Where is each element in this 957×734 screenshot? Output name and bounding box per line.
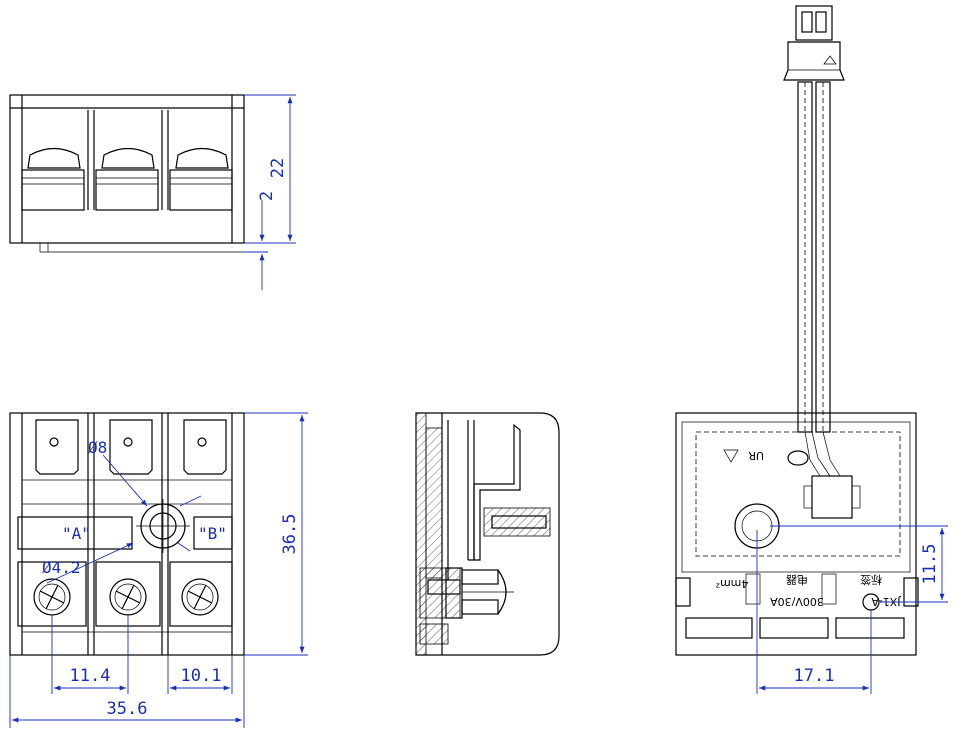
dimension-spacing: 10.1 (167, 655, 233, 694)
dim-width-text: 36.5 (280, 514, 300, 555)
diameter-leaders (46, 454, 202, 584)
dimension-hole-height: 11.5 (770, 525, 948, 603)
dimension-pitch: 11.4 (51, 615, 129, 694)
marking-text-2: 标签 (860, 573, 882, 587)
dimension-width: 36.5 (244, 412, 308, 656)
rear-view: UR (675, 5, 919, 656)
dim-height-text: 22 (268, 158, 288, 178)
dim-screw-dia-text: Ø4.2 (42, 558, 81, 577)
top-view (9, 412, 245, 656)
dim-hole-offset-text: 17.1 (794, 666, 835, 686)
marking-rating: 300V/30A (770, 595, 824, 608)
dim-offset-text: 2 (257, 191, 277, 201)
marking-wire: 4mm² (716, 577, 749, 590)
svg-text:UR: UR (748, 449, 764, 462)
dim-hole-dia-text: Ø8 (88, 438, 107, 457)
dim-length-text: 35.6 (107, 699, 148, 719)
dimension-hole-offset: 17.1 (756, 530, 872, 694)
label-terminal-b: "B" (198, 524, 227, 543)
dim-hole-height-text: 11.5 (920, 544, 940, 585)
section-view (415, 412, 560, 656)
dim-pitch-text: 11.4 (70, 666, 111, 686)
dimension-height: 22 (244, 94, 296, 244)
dimension-offset: 2 (244, 191, 277, 290)
marking-text-1: 电器 (786, 573, 808, 586)
dim-spacing-text: 10.1 (181, 666, 222, 686)
dimension-length: 35.6 (9, 655, 245, 728)
front-view (9, 94, 262, 253)
marking-part-code: JX1-A (871, 595, 902, 608)
label-terminal-a: "A" (62, 524, 91, 543)
